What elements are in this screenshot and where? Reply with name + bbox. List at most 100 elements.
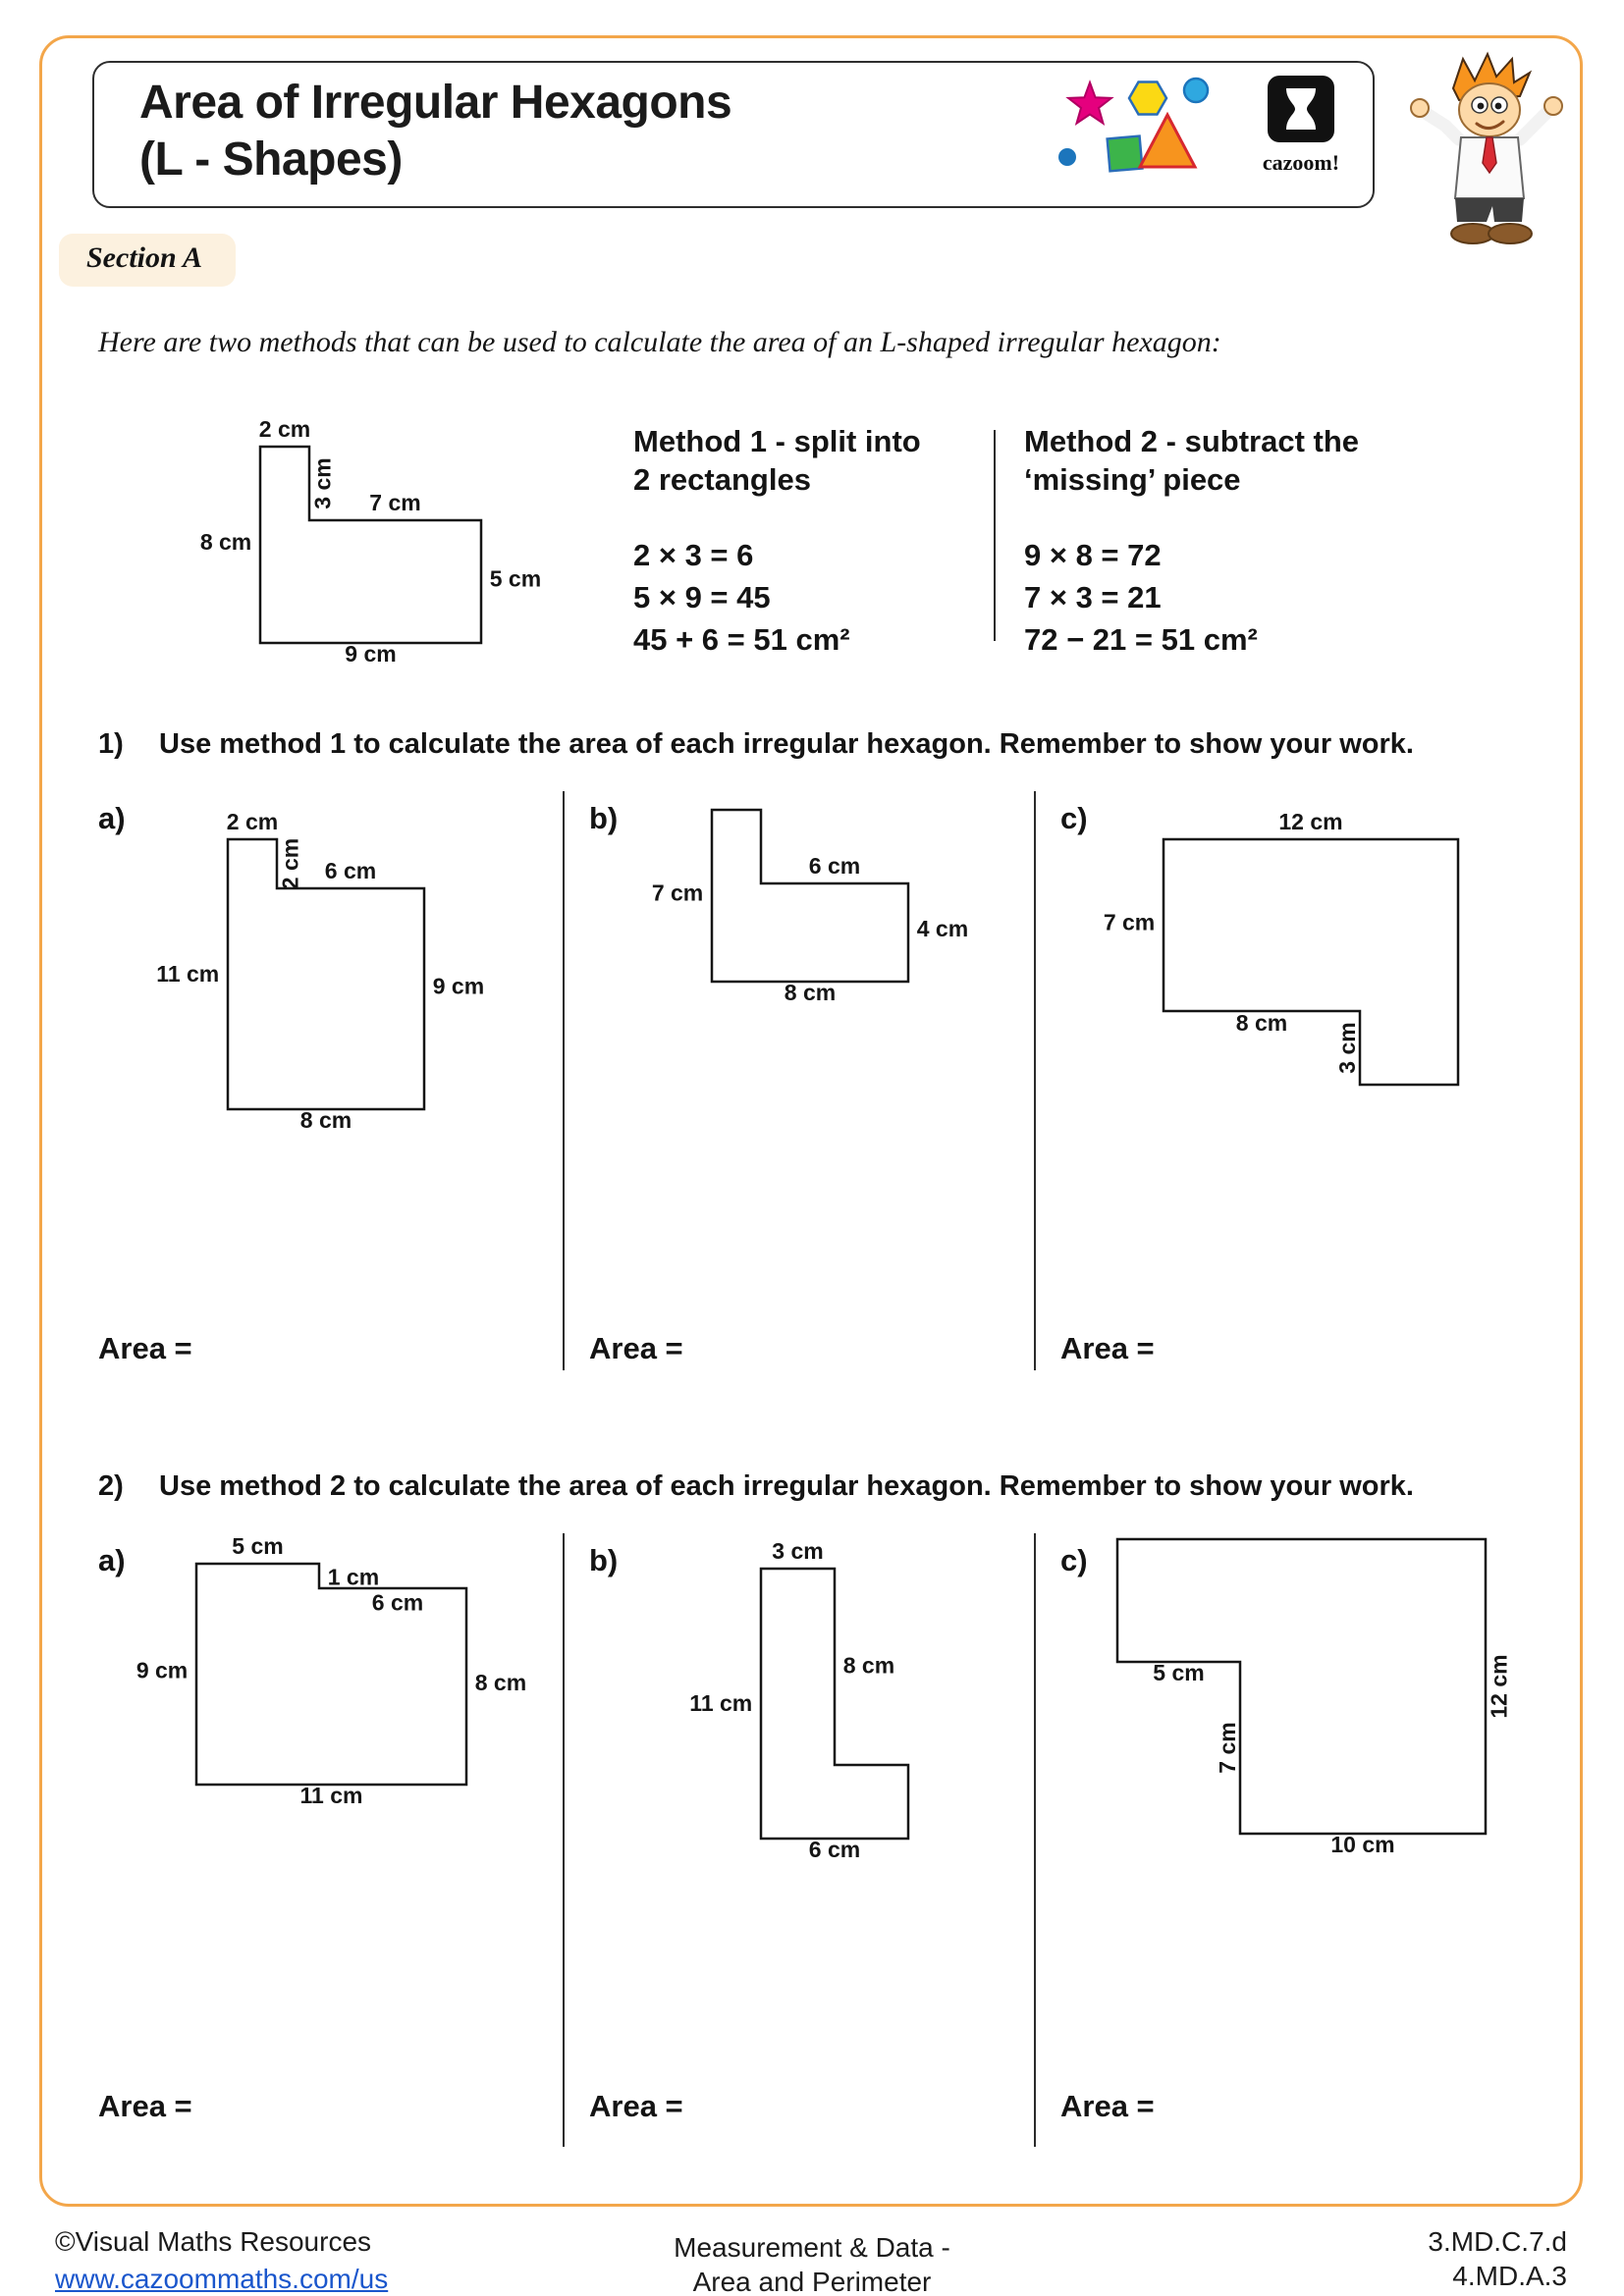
q1-divider-1 — [563, 791, 565, 1370]
dimension-label: 6 cm — [325, 858, 376, 883]
q2c-area-label: Area = — [1060, 2089, 1155, 2123]
intro-text: Here are two methods that can be used to… — [98, 326, 1221, 358]
website-link[interactable]: www.cazoommaths.com/us — [55, 2264, 389, 2294]
dimension-label: 5 cm — [232, 1533, 283, 1559]
footer-standards: 3.MD.C.7.d 4.MD.A.3 — [1276, 2224, 1567, 2293]
dimension-label: 8 cm — [785, 980, 836, 1005]
q1-divider-2 — [1034, 791, 1036, 1370]
q2-divider-1 — [563, 1533, 565, 2147]
dimension-label: 3 cm — [309, 457, 335, 508]
q1c-label: c) — [1060, 801, 1088, 835]
q1b-label: b) — [589, 801, 619, 835]
question-2-prompt: Use method 2 to calculate the area of ea… — [159, 1470, 1414, 1502]
method-2-line3: 72 − 21 = 51 cm² — [1024, 622, 1258, 657]
dimension-label: 7 cm — [1215, 1722, 1240, 1773]
dimension-label: 7 cm — [369, 490, 420, 515]
dimension-label: 7 cm — [652, 881, 703, 906]
method-1-work: 2 × 3 = 6 5 × 9 = 45 45 + 6 = 51 cm² — [633, 534, 972, 661]
dimension-label: 10 cm — [1330, 1832, 1394, 1857]
question-1-heading: 1) Use method 1 to calculate the area of … — [98, 728, 1414, 761]
example-divider — [994, 430, 996, 641]
dimension-label: 8 cm — [200, 529, 251, 555]
method-2-title-line1: Method 2 - subtract the — [1024, 424, 1360, 458]
method-2-title-line2: ‘missing’ piece — [1024, 462, 1241, 497]
dimension-label: 6 cm — [809, 853, 860, 879]
dimension-label: 1 cm — [328, 1564, 379, 1589]
page-title-line2: (L - Shapes) — [139, 133, 403, 186]
method-1-line3: 45 + 6 = 51 cm² — [633, 622, 850, 657]
dimension-label: 8 cm — [300, 1107, 352, 1133]
header: Area of Irregular Hexagons (L - Shapes) … — [92, 61, 1375, 208]
copyright-text: ©Visual Maths Resources — [55, 2226, 372, 2257]
page-title: Area of Irregular Hexagons (L - Shapes) — [139, 75, 732, 188]
mascot-character — [1410, 51, 1563, 244]
dimension-label: 8 cm — [843, 1652, 894, 1678]
dimension-label: 7 cm — [1104, 910, 1155, 935]
q2b-shape: 3 cm 8 cm 11 cm 6 cm — [689, 1510, 967, 1897]
method-1-title: Method 1 - split into 2 rectangles — [633, 422, 972, 499]
dimension-label: 5 cm — [490, 566, 541, 592]
footer-left: ©Visual Maths Resources www.cazoommaths.… — [55, 2226, 388, 2295]
dimension-label: 2 cm — [277, 838, 302, 889]
method-1-title-line2: 2 rectangles — [633, 462, 811, 497]
dimension-label: 12 cm — [1278, 809, 1342, 834]
dimension-label: 12 cm — [1486, 1654, 1511, 1718]
method-2-work: 9 × 8 = 72 7 × 3 = 21 72 − 21 = 51 cm² — [1024, 534, 1387, 661]
footer-subject-line2: Area and Perimeter — [692, 2267, 932, 2296]
cazoom-logo: cazoom! — [1247, 75, 1355, 176]
dimension-label: 2 cm — [259, 416, 310, 442]
dimension-label: 9 cm — [433, 974, 484, 999]
page-title-line1: Area of Irregular Hexagons — [139, 77, 732, 129]
question-1-number: 1) — [98, 728, 124, 760]
cazoom-logo-text: cazoom! — [1262, 150, 1340, 175]
q1b-shape: 6 cm 7 cm 4 cm 8 cm — [652, 751, 968, 1041]
dimension-label: 6 cm — [809, 1837, 860, 1862]
method-1-line2: 5 × 9 = 45 — [633, 580, 771, 614]
q1c-shape: 12 cm 7 cm 8 cm 3 cm — [1104, 780, 1517, 1144]
standard-code-1: 3.MD.C.7.d — [1428, 2226, 1567, 2257]
question-1-prompt: Use method 1 to calculate the area of ea… — [159, 728, 1414, 760]
q2a-area-label: Area = — [98, 2089, 192, 2123]
q2b-area-label: Area = — [589, 2089, 683, 2123]
method-2-title: Method 2 - subtract the ‘missing’ piece — [1024, 422, 1387, 499]
example-shape: 2 cm 3 cm 7 cm 8 cm 5 cm 9 cm — [200, 388, 541, 702]
dimension-label: 4 cm — [917, 916, 968, 941]
footer-subject-line1: Measurement & Data - — [674, 2232, 950, 2263]
method-1-line1: 2 × 3 = 6 — [633, 538, 754, 572]
dimension-label: 11 cm — [156, 961, 219, 987]
method-2-line2: 7 × 3 = 21 — [1024, 580, 1162, 614]
q2c-shape: 5 cm 7 cm 12 cm 10 cm — [1058, 1480, 1544, 1893]
q1a-shape: 2 cm 2 cm 6 cm 11 cm 9 cm 8 cm — [156, 780, 484, 1168]
dimension-label: 6 cm — [372, 1590, 423, 1616]
q2b-label: b) — [589, 1543, 619, 1577]
dimension-label: 3 cm — [772, 1538, 823, 1564]
dimension-label: 5 cm — [1153, 1660, 1204, 1685]
footer-center: Measurement & Data - Area and Perimeter — [491, 2230, 1133, 2296]
method-2-block: Method 2 - subtract the ‘missing’ piece … — [1024, 422, 1387, 661]
q1b-area-label: Area = — [589, 1331, 683, 1365]
dimension-label: 11 cm — [300, 1783, 363, 1808]
q2-divider-2 — [1034, 1533, 1036, 2147]
q2c-label: c) — [1060, 1543, 1088, 1577]
q1a-label: a) — [98, 801, 126, 835]
dimension-label: 11 cm — [689, 1690, 752, 1716]
dimension-label: 9 cm — [136, 1657, 188, 1682]
shapes-icon — [1058, 77, 1210, 173]
q1a-area-label: Area = — [98, 1331, 192, 1365]
method-1-block: Method 1 - split into 2 rectangles 2 × 3… — [633, 422, 972, 661]
question-2-number: 2) — [98, 1470, 124, 1502]
page-border — [39, 35, 1583, 2207]
standard-code-2: 4.MD.A.3 — [1452, 2261, 1567, 2291]
dimension-label: 8 cm — [475, 1670, 526, 1695]
cazoom-logo-mark — [1268, 76, 1334, 142]
dimension-label: 8 cm — [1236, 1010, 1287, 1036]
question-2-heading: 2) Use method 2 to calculate the area of … — [98, 1470, 1414, 1503]
q2a-label: a) — [98, 1543, 126, 1577]
section-a-label: Section A — [59, 234, 237, 287]
dimension-label: 3 cm — [1334, 1022, 1360, 1073]
q1c-area-label: Area = — [1060, 1331, 1155, 1365]
dimension-label: 2 cm — [227, 809, 278, 834]
dimension-label: 9 cm — [345, 641, 396, 667]
